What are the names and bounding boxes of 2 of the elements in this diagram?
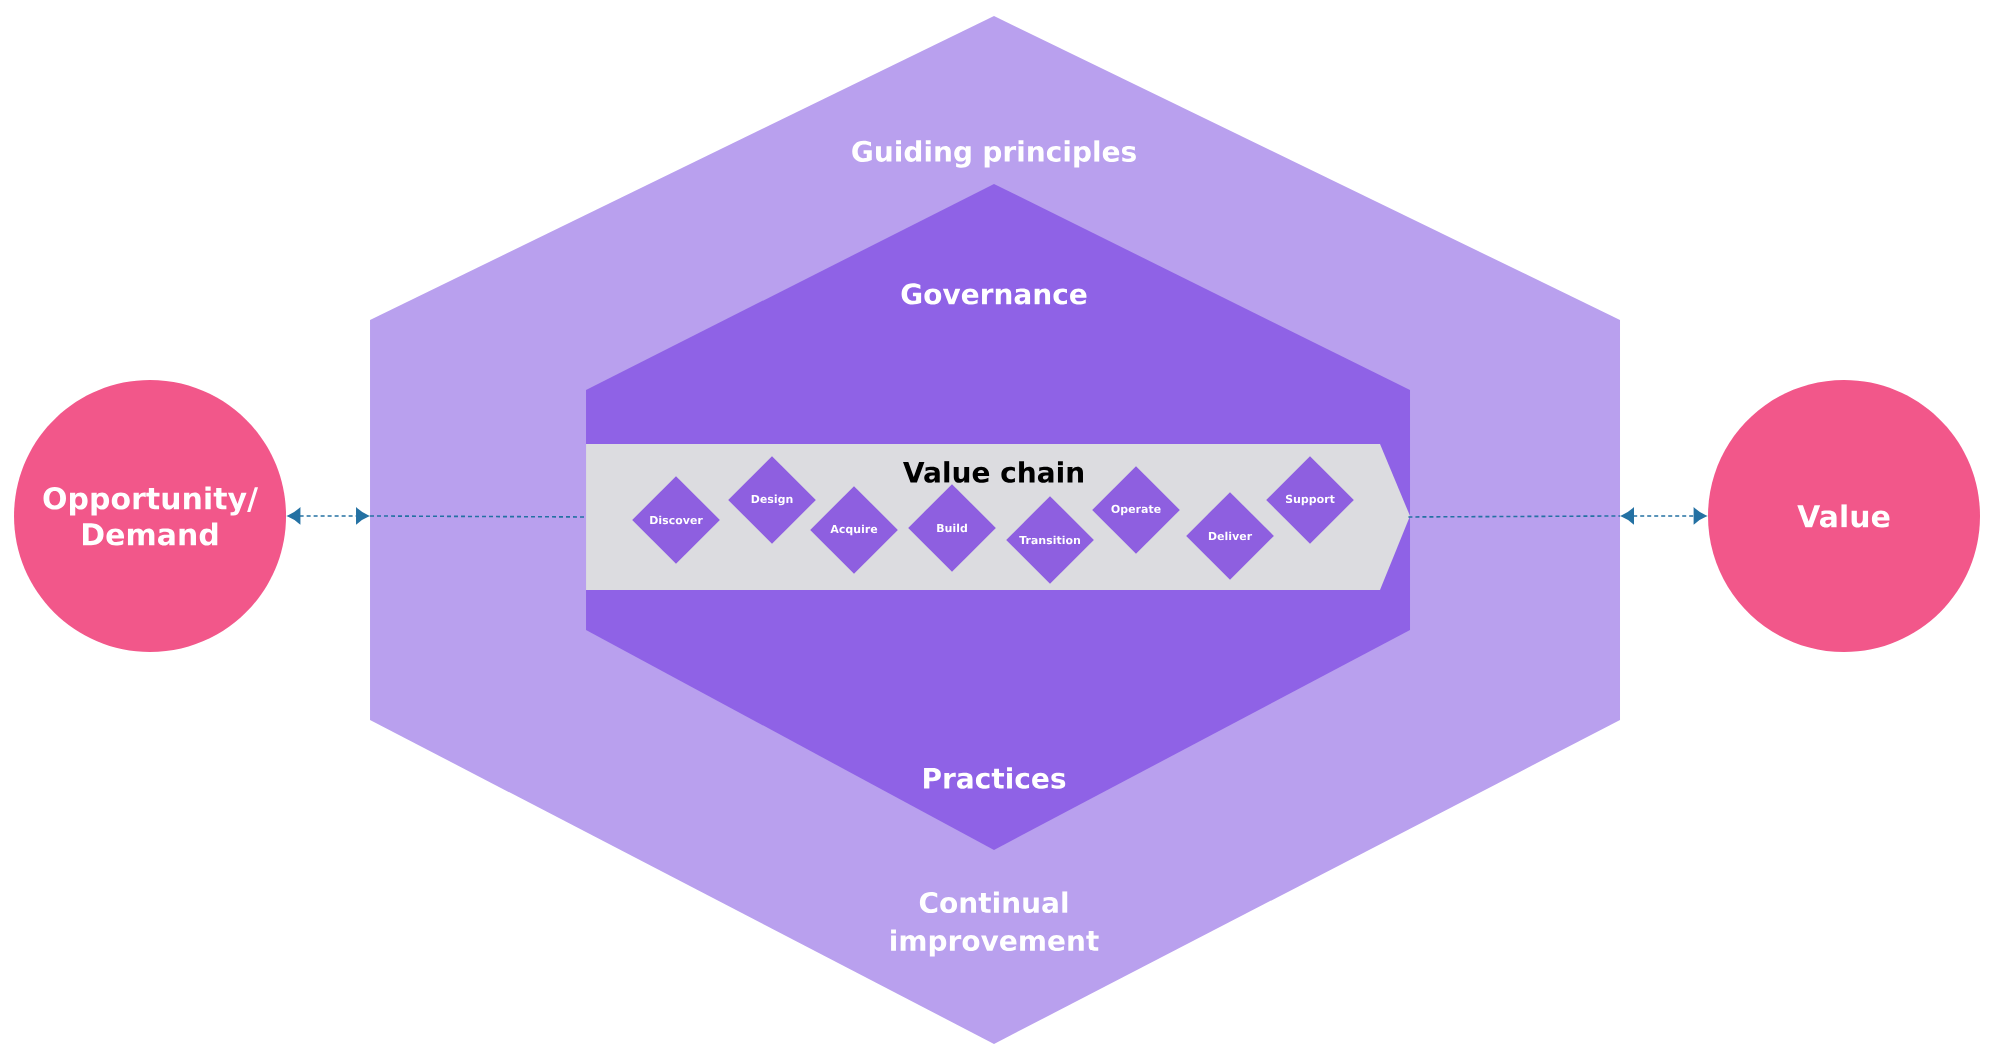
connector-arrow — [287, 508, 369, 524]
connector-arrow — [1621, 508, 1707, 524]
